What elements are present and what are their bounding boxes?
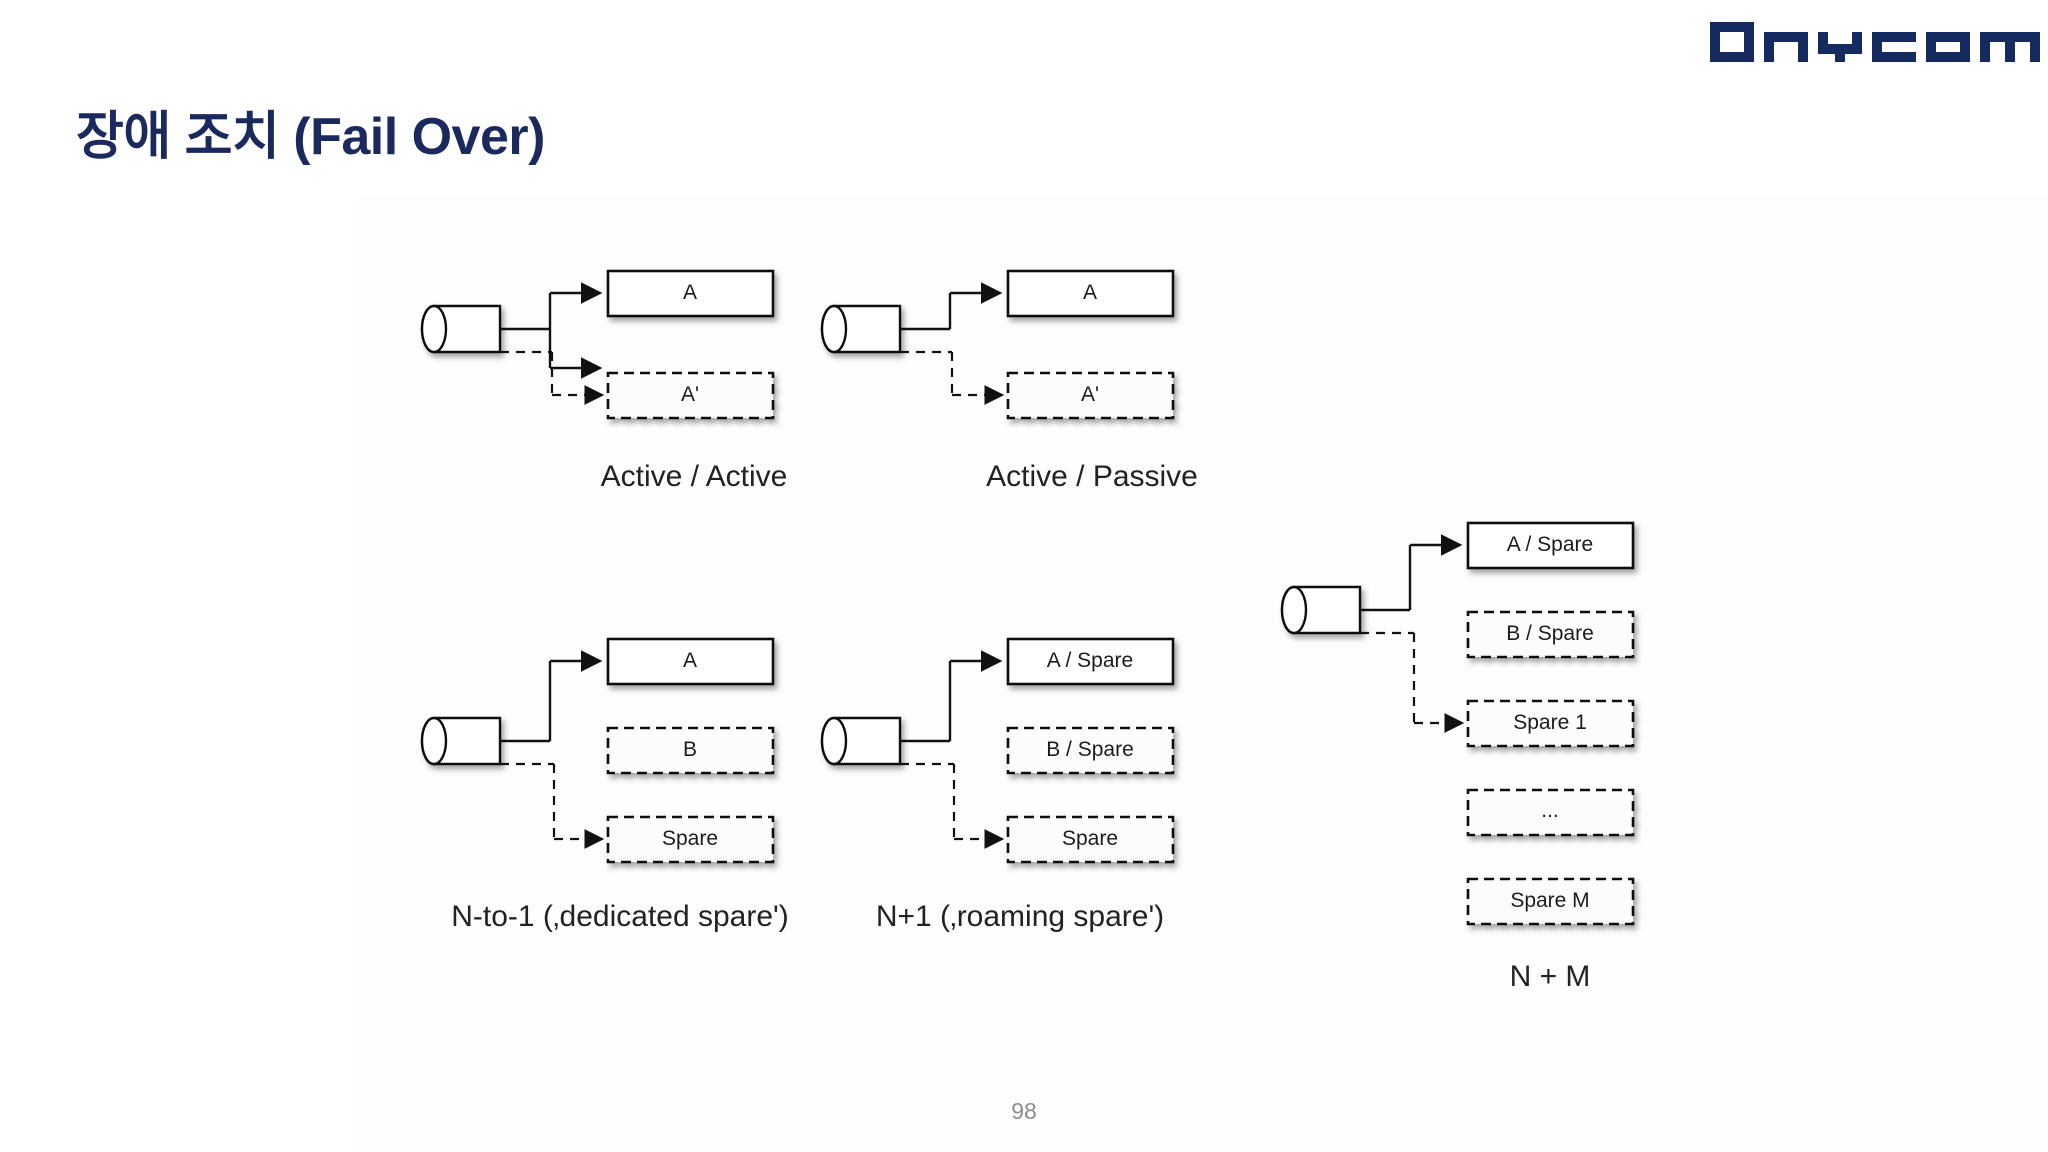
diagram-caption: N+1 (‚roaming spare')	[875, 900, 1165, 933]
node-label: B / Spare	[1506, 622, 1594, 645]
node-label: A'	[1081, 383, 1099, 406]
diagram-n-to-1: A B Spare N-to-1 (‚dedicated spare')	[420, 636, 820, 933]
node-box: Spare	[1006, 815, 1175, 864]
onycom-logo	[1710, 18, 2040, 66]
node-box: B / Spare	[1466, 610, 1635, 659]
node-label: A	[1083, 281, 1097, 304]
node-box: B / Spare	[1006, 726, 1175, 775]
node-label: Spare 1	[1513, 711, 1587, 734]
database-cylinder-icon	[820, 304, 902, 354]
node-label: A	[683, 281, 697, 304]
diagram-caption: N-to-1 (‚dedicated spare')	[451, 900, 789, 933]
solid-connector	[1360, 534, 1463, 612]
node-label: Spare	[662, 827, 718, 850]
node-box: A'	[606, 371, 775, 420]
node-label: B	[683, 738, 697, 761]
node-box: B	[606, 726, 775, 775]
node-box: Spare M	[1466, 877, 1635, 926]
node-box: A / Spare	[1006, 637, 1175, 686]
dashed-connector	[1360, 631, 1458, 725]
node-box: A / Spare	[1466, 521, 1635, 570]
solid-connector	[900, 282, 1003, 331]
database-cylinder-icon	[420, 304, 502, 354]
node-box: Spare 1	[1466, 699, 1635, 748]
node-label: B / Spare	[1046, 738, 1134, 761]
diagram-active-active: A A' Active / Active	[420, 268, 820, 493]
database-cylinder-icon	[1280, 585, 1362, 635]
page-title: 장애 조치 (Fail Over)	[76, 108, 545, 166]
diagram-n-plus-1: A / Spare B / Spare Spare N+1 (‚roaming …	[820, 636, 1220, 933]
node-box: A	[606, 637, 775, 686]
node-box: Spare	[606, 815, 775, 864]
page-number: 98	[1011, 1098, 1037, 1124]
diagram-n-plus-m: A / Spare B / Spare Spare 1 ... Spare M …	[1280, 520, 1700, 993]
diagram-caption: N + M	[1509, 960, 1591, 993]
diagram-caption: Active / Active	[600, 460, 788, 493]
node-label: ...	[1541, 799, 1559, 822]
dashed-connector	[900, 762, 998, 841]
database-cylinder-icon	[420, 716, 502, 766]
node-box: A	[606, 269, 775, 318]
solid-connector	[900, 650, 1003, 743]
node-box: A	[1006, 269, 1175, 318]
solid-connector	[500, 282, 603, 379]
node-label: A / Spare	[1047, 649, 1133, 672]
diagram-active-passive: A A' Active / Passive	[820, 268, 1220, 493]
node-label: Spare	[1062, 827, 1118, 850]
diagram-caption: Active / Passive	[986, 460, 1198, 493]
node-label: A	[683, 649, 697, 672]
dashed-connector	[500, 762, 598, 841]
node-label: A / Spare	[1507, 533, 1593, 556]
node-box: ...	[1466, 788, 1635, 837]
node-box: A'	[1006, 371, 1175, 420]
node-label: Spare M	[1510, 889, 1589, 912]
database-cylinder-icon	[820, 716, 902, 766]
solid-connector	[500, 650, 603, 743]
dashed-connector	[900, 350, 998, 397]
node-label: A'	[681, 383, 699, 406]
